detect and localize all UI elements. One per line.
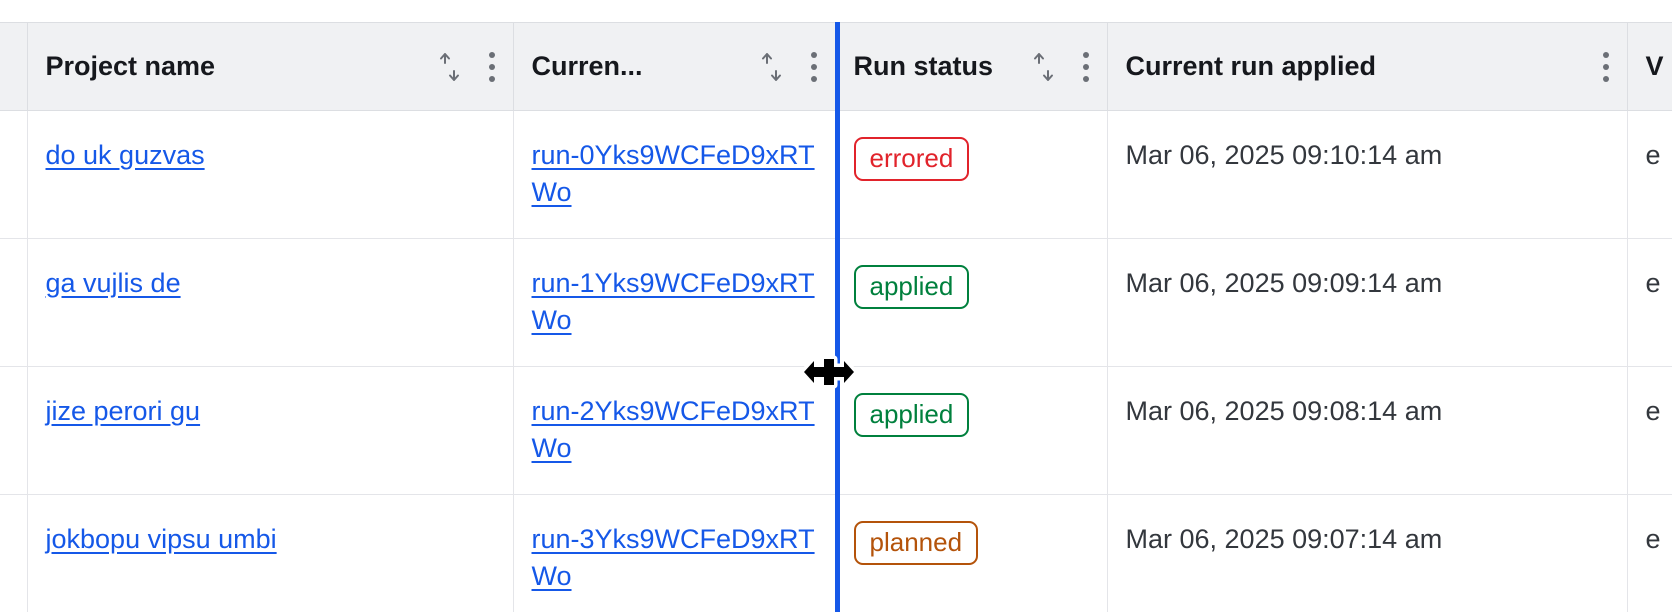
next-truncated-text: e	[1645, 396, 1661, 426]
project-name-link[interactable]: ga vujlis de	[45, 268, 181, 298]
column-header-label-project-name: Project name	[45, 51, 216, 81]
cell-current-run-applied: Mar 06, 2025 09:08:14 am	[1107, 366, 1628, 495]
column-header-label-run-status: Run status	[853, 51, 994, 81]
column-header-current-run-applied[interactable]: Current run applied	[1107, 22, 1628, 111]
current-run-applied-text: Mar 06, 2025 09:10:14 am	[1125, 140, 1443, 170]
kebab-menu-icon[interactable]	[1602, 51, 1609, 82]
project-name-link[interactable]: jokbopu vipsu umbi	[45, 524, 277, 554]
column-header-label-current-run-applied: Current run applied	[1125, 51, 1377, 81]
project-name-link[interactable]: jize perori gu	[45, 396, 201, 426]
column-header-project-name[interactable]: Project name	[27, 22, 514, 111]
column-header-tools-current-run-applied	[1602, 51, 1609, 82]
next-truncated-text: e	[1645, 524, 1661, 554]
cell-current-run-applied: Mar 06, 2025 09:09:14 am	[1107, 238, 1628, 367]
column-header-tools-run-status	[1031, 50, 1089, 84]
kebab-menu-icon[interactable]	[1082, 51, 1089, 82]
cell-project-name: jize perori gu	[27, 366, 514, 495]
column-header-tools-project-name	[437, 50, 495, 84]
next-truncated-text: e	[1645, 140, 1661, 170]
projects-table: Project name	[0, 22, 1672, 612]
kebab-dot	[810, 51, 817, 58]
sort-arrows-icon[interactable]	[437, 50, 463, 84]
row-select-cell[interactable]	[0, 110, 28, 239]
column-resize-indicator[interactable]	[835, 22, 840, 612]
cell-current-run: run-0Yks9WCFeD9xRTWo	[513, 110, 836, 239]
row-select-cell[interactable]	[0, 366, 28, 495]
row-select-cell[interactable]	[0, 238, 28, 367]
cell-current-run: run-1Yks9WCFeD9xRTWo	[513, 238, 836, 367]
cell-run-status: applied	[835, 366, 1108, 495]
column-header-run-status[interactable]: Run status	[835, 22, 1108, 111]
cell-next-truncated: e	[1627, 110, 1672, 239]
kebab-dot	[810, 63, 817, 70]
current-run-link[interactable]: run-1Yks9WCFeD9xRTWo	[531, 268, 815, 335]
projects-table-scroll-region[interactable]: Project name	[0, 22, 1672, 612]
kebab-dot	[488, 75, 495, 82]
kebab-dot	[488, 51, 495, 58]
kebab-dot	[1082, 51, 1089, 58]
cell-next-truncated: e	[1627, 238, 1672, 367]
kebab-dot	[1602, 51, 1609, 58]
column-header-tools-current-run	[759, 50, 817, 84]
kebab-dot	[810, 75, 817, 82]
cell-current-run: run-3Yks9WCFeD9xRTWo	[513, 494, 836, 612]
table-body: do uk guzvas run-0Yks9WCFeD9xRTWo errore…	[0, 110, 1672, 612]
kebab-menu-icon[interactable]	[488, 51, 495, 82]
status-badge: applied	[853, 265, 970, 309]
cell-project-name: do uk guzvas	[27, 110, 514, 239]
table-row: ga vujlis de run-1Yks9WCFeD9xRTWo applie…	[0, 238, 1672, 367]
column-header-label-current-run: Curren...	[531, 51, 643, 81]
cell-current-run-applied: Mar 06, 2025 09:10:14 am	[1107, 110, 1628, 239]
cell-next-truncated: e	[1627, 366, 1672, 495]
cell-run-status: applied	[835, 238, 1108, 367]
cell-project-name: jokbopu vipsu umbi	[27, 494, 514, 612]
kebab-dot	[1602, 75, 1609, 82]
kebab-dot	[488, 63, 495, 70]
column-header-label-next-truncated: V	[1645, 51, 1664, 81]
cell-project-name: ga vujlis de	[27, 238, 514, 367]
table-row: jize perori gu run-2Yks9WCFeD9xRTWo appl…	[0, 366, 1672, 495]
sort-arrows-icon[interactable]	[759, 50, 785, 84]
kebab-menu-icon[interactable]	[810, 51, 817, 82]
column-header-current-run[interactable]: Curren...	[513, 22, 836, 111]
status-badge: errored	[853, 137, 970, 181]
current-run-applied-text: Mar 06, 2025 09:07:14 am	[1125, 524, 1443, 554]
status-badge: applied	[853, 393, 970, 437]
column-header-next-truncated[interactable]: V	[1627, 22, 1672, 111]
kebab-dot	[1602, 63, 1609, 70]
cell-current-run-applied: Mar 06, 2025 09:07:14 am	[1107, 494, 1628, 612]
cell-next-truncated: e	[1627, 494, 1672, 612]
current-run-applied-text: Mar 06, 2025 09:09:14 am	[1125, 268, 1443, 298]
row-select-cell[interactable]	[0, 494, 28, 612]
table-top-gutter	[0, 0, 1672, 22]
current-run-link[interactable]: run-2Yks9WCFeD9xRTWo	[531, 396, 815, 463]
current-run-applied-text: Mar 06, 2025 09:08:14 am	[1125, 396, 1443, 426]
table-header-row: Project name	[0, 22, 1672, 111]
current-run-link[interactable]: run-0Yks9WCFeD9xRTWo	[531, 140, 815, 207]
kebab-dot	[1082, 75, 1089, 82]
current-run-link[interactable]: run-3Yks9WCFeD9xRTWo	[531, 524, 815, 591]
project-name-link[interactable]: do uk guzvas	[45, 140, 205, 170]
next-truncated-text: e	[1645, 268, 1661, 298]
cell-run-status: planned	[835, 494, 1108, 612]
sort-arrows-icon[interactable]	[1031, 50, 1057, 84]
table-row: jokbopu vipsu umbi run-3Yks9WCFeD9xRTWo …	[0, 494, 1672, 612]
table-row: do uk guzvas run-0Yks9WCFeD9xRTWo errore…	[0, 110, 1672, 239]
status-badge: planned	[853, 521, 979, 565]
table-header: Project name	[0, 22, 1672, 111]
column-header-select[interactable]	[0, 22, 28, 111]
cell-current-run: run-2Yks9WCFeD9xRTWo	[513, 366, 836, 495]
cell-run-status: errored	[835, 110, 1108, 239]
kebab-dot	[1082, 63, 1089, 70]
